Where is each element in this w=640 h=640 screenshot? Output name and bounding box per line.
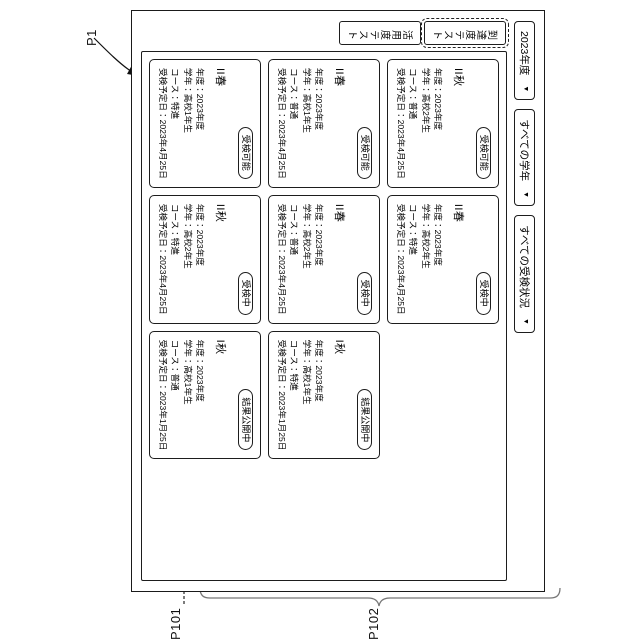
card-meta-course: コース：特進	[289, 339, 300, 391]
card-meta: 年度：2023年度 学年：高校2年生 コース：普通 受検予定日：2023年4月2…	[276, 204, 325, 315]
card-meta: 年度：2023年度 学年：高校2年生 コース：特進 受検予定日：2023年4月2…	[395, 204, 444, 315]
exam-card[interactable]: 受検可能 II秋 年度：2023年度 学年：高校2年生 コース：普通 受検予定日…	[387, 59, 499, 188]
card-meta-date: 受検予定日：2023年4月25日	[158, 68, 169, 179]
card-meta-course: コース：特進	[170, 203, 181, 255]
status-badge: 受検可能	[356, 126, 372, 179]
card-title: II春	[451, 203, 464, 223]
status-badge: 受検可能	[237, 126, 253, 179]
card-meta-date: 受検予定日：2023年1月25日	[158, 339, 169, 451]
card-meta: 年度：2023年度 学年：高校2年生 コース：普通 受検予定日：2023年4月2…	[395, 68, 444, 179]
card-meta-course: コース：普通	[170, 339, 181, 391]
tab-application-test[interactable]: 活用度テスト	[339, 21, 421, 45]
exam-card[interactable]: 結果公開中 I秋 年度：2023年度 学年：高校1年生 コース：特進 受検予定日…	[268, 330, 380, 460]
card-meta-date: 受検予定日：2023年4月25日	[277, 68, 288, 179]
exam-card[interactable]: 受検中 II春 年度：2023年度 学年：高校2年生 コース：特進 受検予定日：…	[387, 194, 499, 324]
card-meta-date: 受検予定日：2023年1月25日	[277, 339, 288, 451]
card-meta: 年度：2023年度 学年：高校1年生 コース：普通 受検予定日：2023年4月2…	[276, 68, 325, 179]
chevron-down-icon: ▼	[522, 317, 529, 325]
card-meta-course: コース：特進	[408, 203, 419, 255]
card-title: II春	[332, 203, 345, 223]
card-meta-year: 年度：2023年度	[313, 339, 324, 402]
card-group: 受検可能 II春 年度：2023年度 学年：高校1年生 コース：普通 受検予定日…	[268, 59, 380, 573]
app-window-rotation-wrapper: 2023年度 ▼ すべての学年 ▼ すべての受検状況 ▼ 到達度テスト	[131, 10, 545, 592]
card-meta-year: 年度：2023年度	[432, 68, 443, 131]
card-title: II春	[332, 68, 345, 87]
filter-grade-label: すべての学年	[518, 119, 530, 182]
card-meta-year: 年度：2023年度	[313, 203, 324, 266]
status-badge: 受検中	[475, 271, 491, 315]
card-meta-course: コース：普通	[408, 68, 419, 120]
card-header: 受検中	[237, 204, 253, 315]
filter-exam-status[interactable]: すべての受検状況 ▼	[514, 215, 535, 333]
tab-achievement-test[interactable]: 到達度テスト	[412, 19, 518, 47]
card-meta-grade: 学年：高校1年生	[182, 339, 193, 405]
card-meta-grade: 学年：高校1年生	[301, 68, 312, 133]
callout-p1: P1	[84, 29, 99, 46]
tab-application-test-label: 活用度テスト	[347, 27, 413, 39]
filter-school-year[interactable]: 2023年度 ▼	[514, 21, 535, 101]
card-meta-grade: 学年：高校1年生	[301, 339, 312, 405]
card-header: 受検中	[475, 204, 491, 315]
card-meta-grade: 学年：高校2年生	[301, 203, 312, 269]
window-body: 到達度テスト 活用度テスト 受検可能 I	[141, 19, 518, 581]
card-meta: 年度：2023年度 学年：高校1年生 コース：特進 受検予定日：2023年4月2…	[157, 68, 206, 179]
status-badge: 受検可能	[475, 126, 491, 179]
card-header: 結果公開中	[356, 340, 372, 451]
chevron-down-icon: ▼	[522, 85, 529, 93]
status-badge: 受検中	[356, 271, 372, 315]
filter-exam-status-label: すべての受検状況	[518, 225, 530, 308]
filter-toolbar: 2023年度 ▼ すべての学年 ▼ すべての受検状況 ▼	[514, 21, 535, 581]
exam-card[interactable]: 受検中 II秋 年度：2023年度 学年：高校2年生 コース：特進 受検予定日：…	[149, 194, 261, 324]
tab-rail: 到達度テスト 活用度テスト	[141, 19, 518, 47]
card-meta-course: コース：特進	[170, 68, 181, 120]
callout-p102: P102	[366, 607, 381, 640]
card-title: I秋	[213, 339, 226, 355]
card-header: 受検中	[356, 204, 372, 315]
card-meta-date: 受検予定日：2023年4月25日	[277, 203, 288, 315]
card-meta-course: コース：普通	[289, 68, 300, 120]
card-header: 受検可能	[356, 68, 372, 179]
card-header: 受検可能	[237, 68, 253, 179]
card-meta: 年度：2023年度 学年：高校1年生 コース：普通 受検予定日：2023年1月2…	[157, 340, 206, 451]
card-meta-year: 年度：2023年度	[313, 68, 324, 131]
card-meta-course: コース：普通	[289, 203, 300, 255]
card-group: 受検可能 II春 年度：2023年度 学年：高校1年生 コース：特進 受検予定日…	[149, 59, 261, 573]
exam-card[interactable]: 受検可能 II春 年度：2023年度 学年：高校1年生 コース：普通 受検予定日…	[268, 59, 380, 188]
card-meta-grade: 学年：高校1年生	[182, 68, 193, 133]
callout-p101: P101	[168, 607, 183, 640]
filter-school-year-label: 2023年度	[518, 31, 530, 76]
card-header: 結果公開中	[237, 340, 253, 451]
card-meta-grade: 学年：高校2年生	[182, 203, 193, 269]
card-header: 受検可能	[475, 68, 491, 179]
exam-card[interactable]: 受検中 II春 年度：2023年度 学年：高校2年生 コース：普通 受検予定日：…	[268, 194, 380, 324]
tab-rail-spacer	[141, 21, 336, 45]
card-meta: 年度：2023年度 学年：高校2年生 コース：特進 受検予定日：2023年4月2…	[157, 204, 206, 315]
card-meta-year: 年度：2023年度	[194, 339, 205, 402]
status-badge: 結果公開中	[237, 389, 253, 451]
card-meta-grade: 学年：高校2年生	[420, 68, 431, 133]
exam-card[interactable]: 受検可能 II春 年度：2023年度 学年：高校1年生 コース：特進 受検予定日…	[149, 59, 261, 188]
app-window: 2023年度 ▼ すべての学年 ▼ すべての受検状況 ▼ 到達度テスト	[131, 10, 545, 592]
status-badge: 受検中	[237, 271, 253, 315]
chevron-down-icon: ▼	[522, 191, 529, 199]
card-meta-date: 受検予定日：2023年4月25日	[396, 68, 407, 179]
card-meta-grade: 学年：高校2年生	[420, 203, 431, 269]
card-meta-date: 受検予定日：2023年4月25日	[158, 203, 169, 315]
card-group: 受検可能 II秋 年度：2023年度 学年：高校2年生 コース：普通 受検予定日…	[387, 59, 499, 573]
card-title: II秋	[213, 203, 226, 223]
card-meta: 年度：2023年度 学年：高校1年生 コース：特進 受検予定日：2023年1月2…	[276, 340, 325, 451]
exam-card-list: 受検可能 II秋 年度：2023年度 学年：高校2年生 コース：普通 受検予定日…	[141, 51, 507, 581]
filter-grade[interactable]: すべての学年 ▼	[514, 109, 535, 207]
card-title: II春	[213, 68, 226, 87]
card-meta-date: 受検予定日：2023年4月25日	[396, 203, 407, 315]
card-meta-year: 年度：2023年度	[194, 68, 205, 131]
status-badge: 結果公開中	[356, 389, 372, 451]
card-meta-year: 年度：2023年度	[432, 203, 443, 266]
tab-achievement-test-label: 到達度テスト	[432, 27, 498, 39]
exam-card[interactable]: 結果公開中 I秋 年度：2023年度 学年：高校1年生 コース：普通 受検予定日…	[149, 330, 261, 460]
card-title: II秋	[451, 68, 464, 87]
card-meta-year: 年度：2023年度	[194, 203, 205, 266]
card-title: I秋	[332, 339, 345, 355]
